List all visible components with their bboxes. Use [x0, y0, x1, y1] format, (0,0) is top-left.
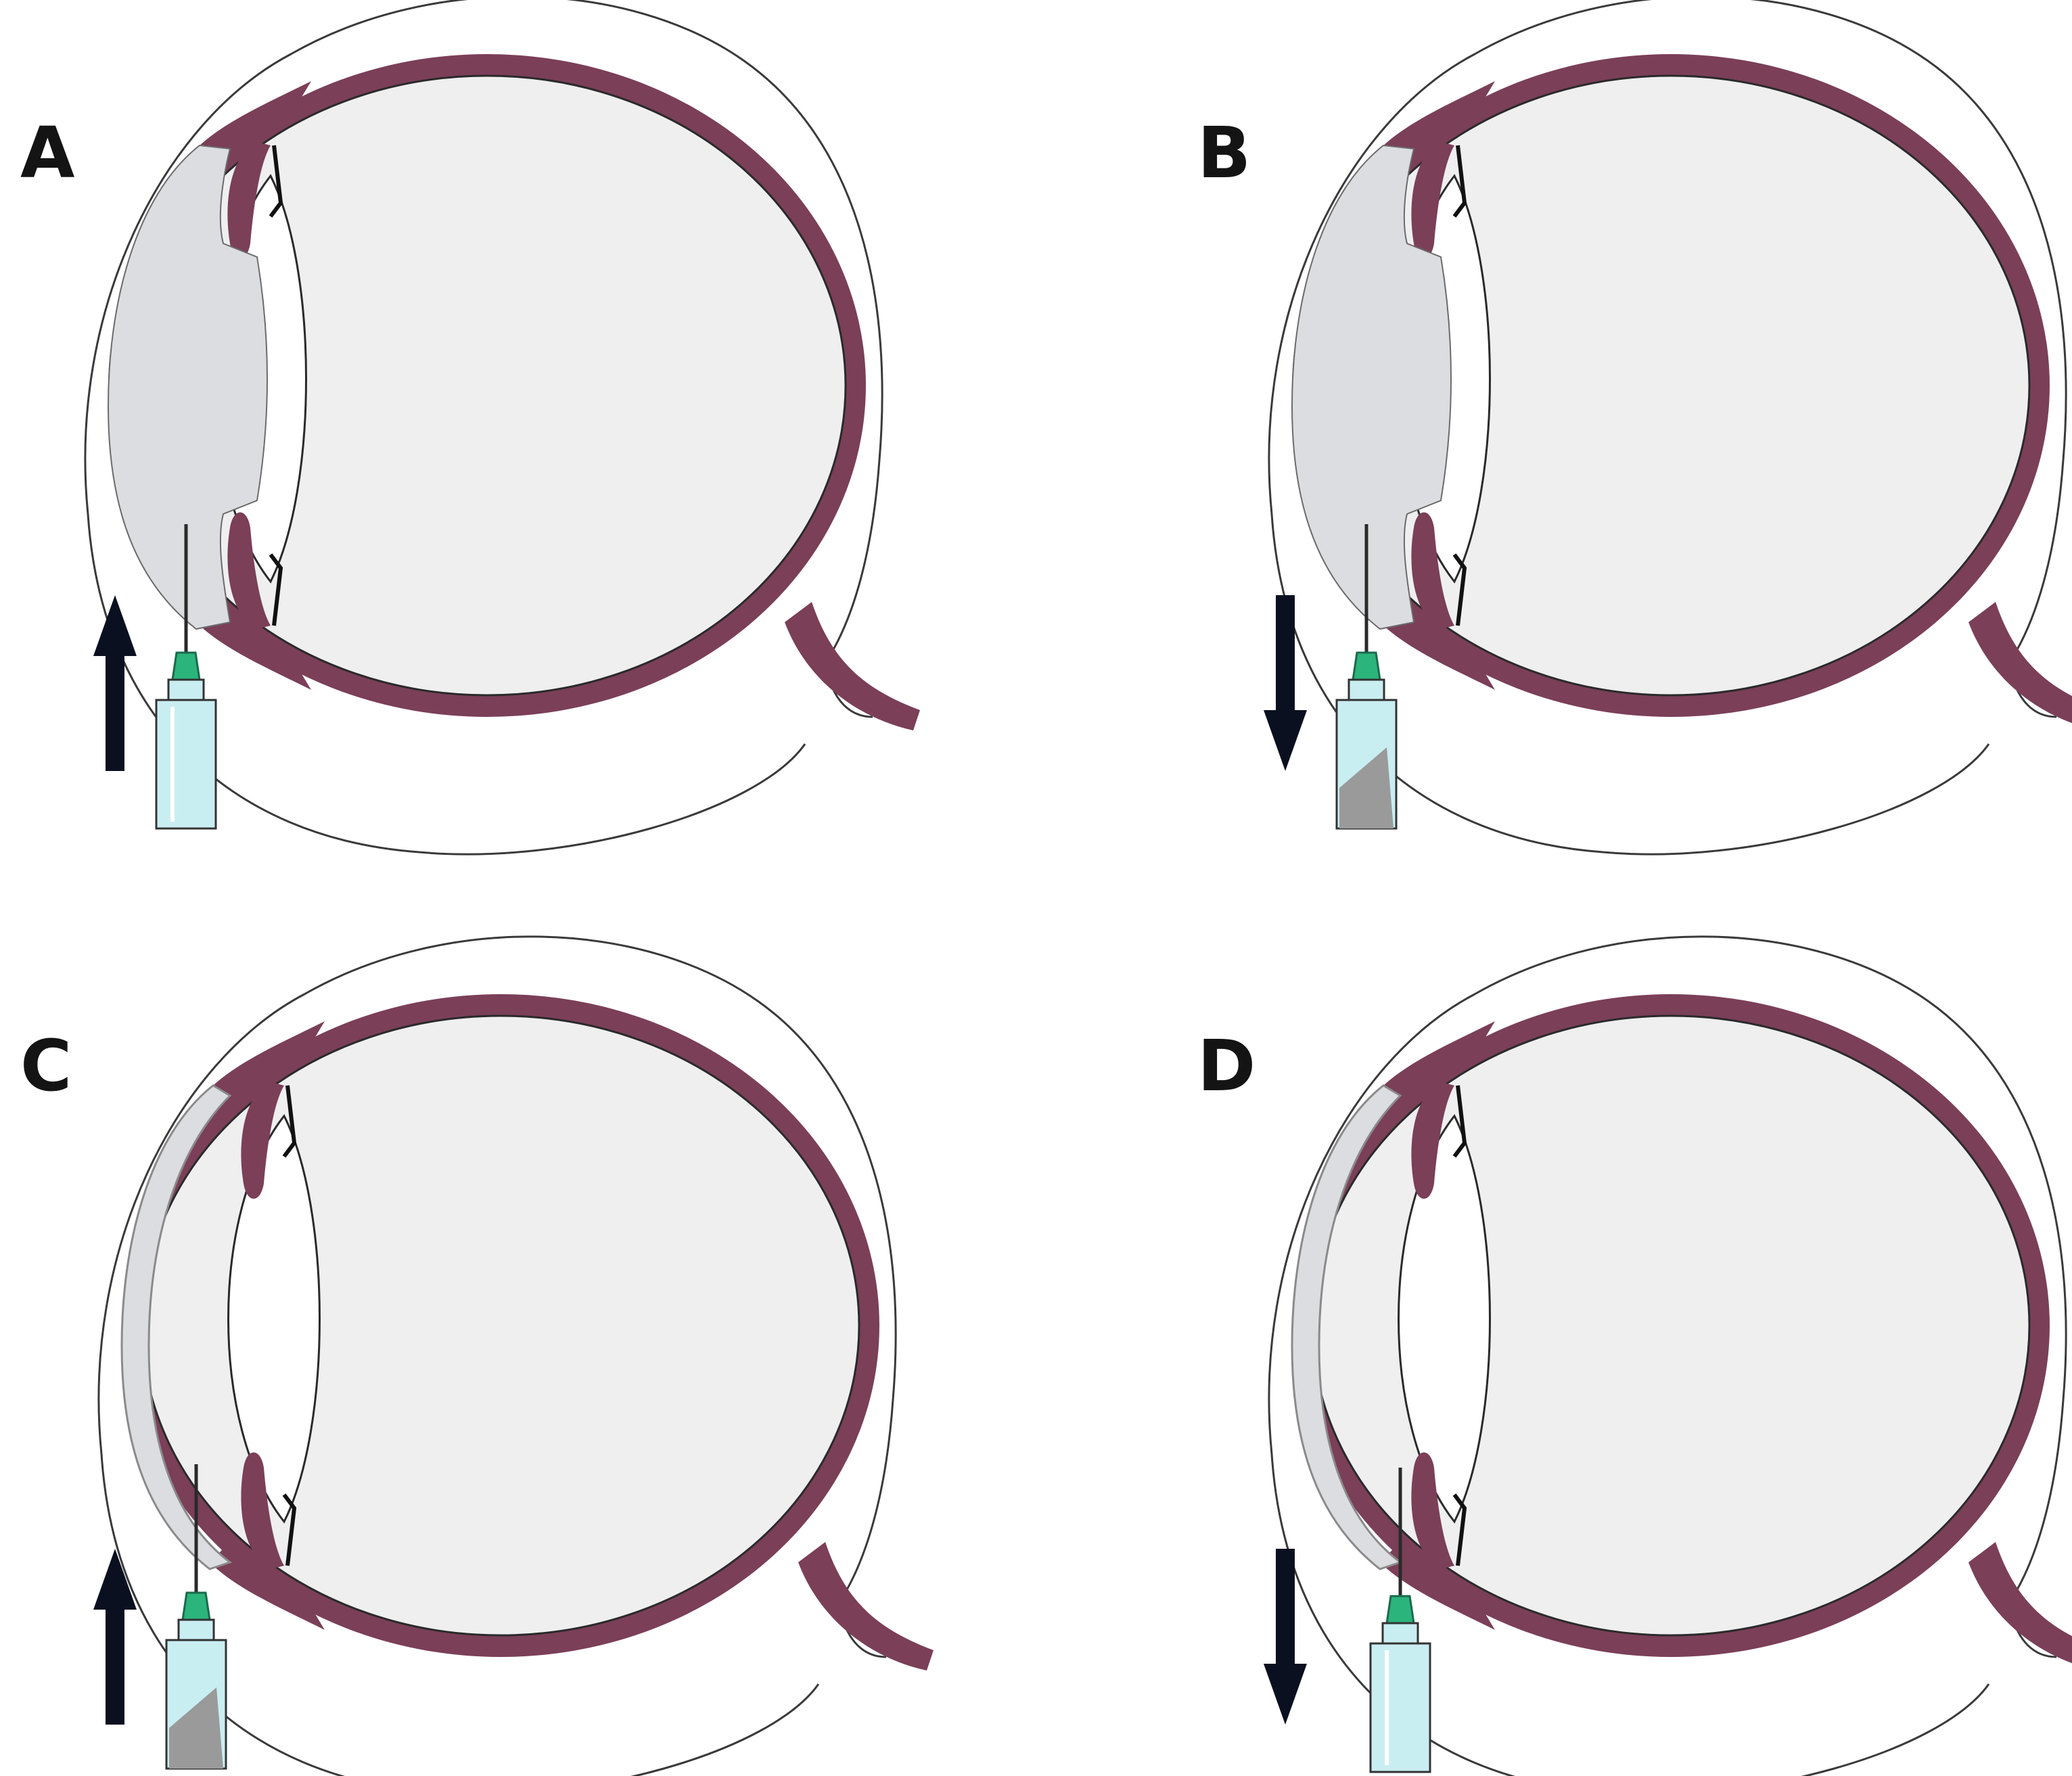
panel-label-a: A: [20, 112, 75, 194]
panel-d: D: [1197, 937, 2072, 1776]
panel-c: C: [20, 937, 934, 1776]
panel-a: A: [20, 0, 920, 854]
panel-label-d: D: [1197, 1025, 1256, 1107]
panel-label-c: C: [20, 1025, 72, 1107]
panel-b: B: [1197, 0, 2072, 854]
panel-label-b: B: [1197, 112, 1251, 194]
